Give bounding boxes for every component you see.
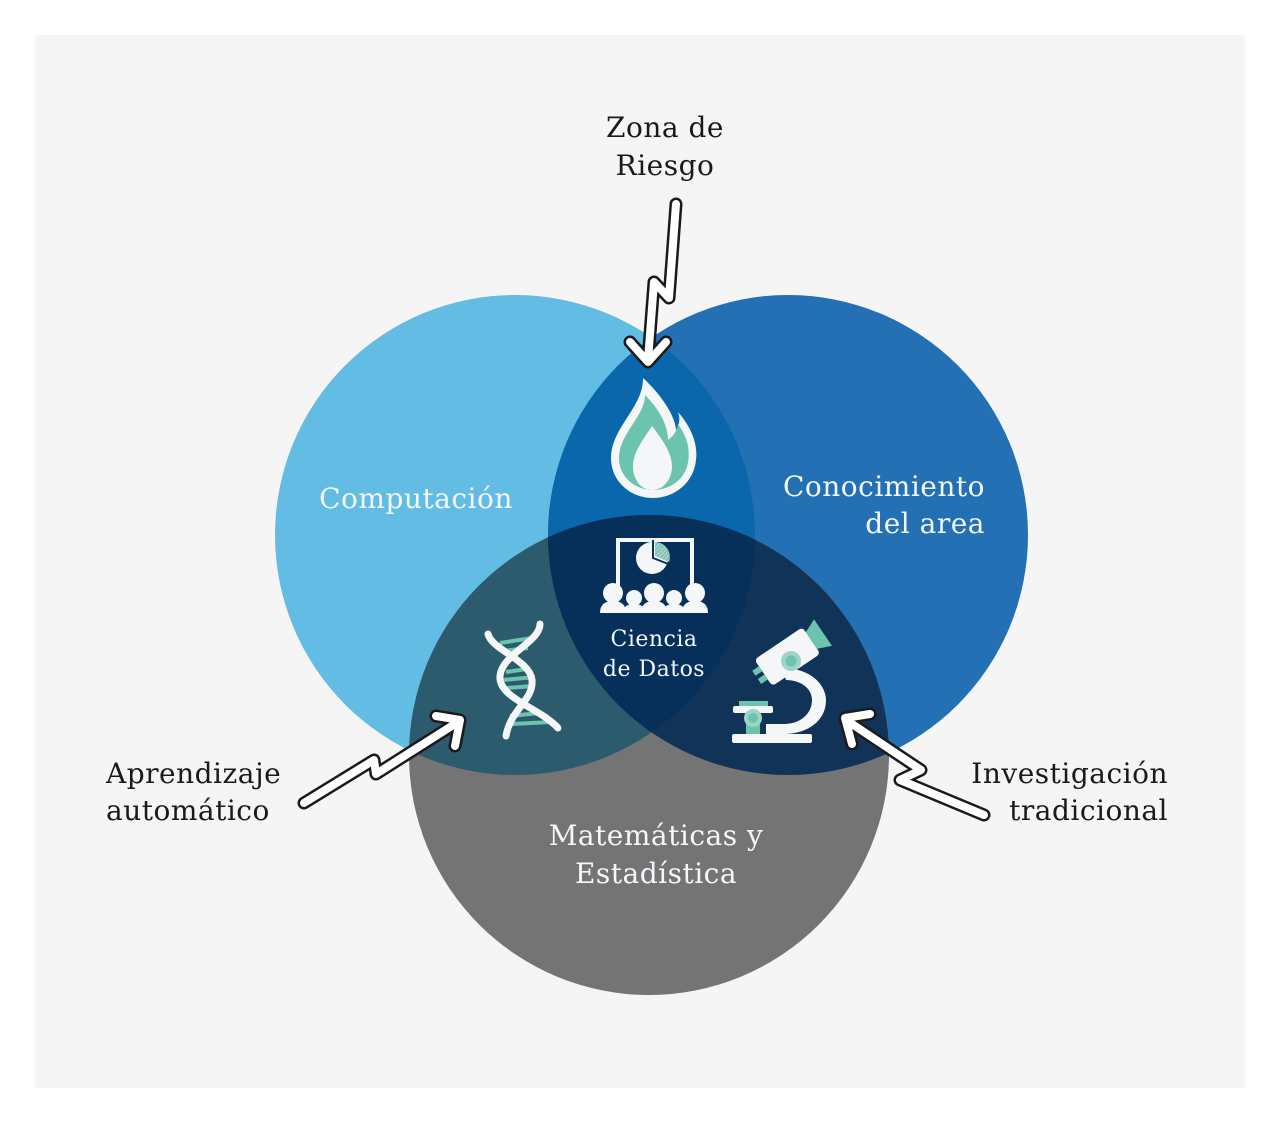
callout-zona-de-riesgo-line1: Zona de: [606, 111, 724, 144]
dna-icon: [484, 620, 562, 740]
callout-aprendizaje-line1: Aprendizaje: [105, 757, 281, 790]
label-computacion: Computación: [319, 482, 513, 515]
callout-zona-de-riesgo-line2: Riesgo: [616, 149, 715, 182]
arrow-zona-de-riesgo: [623, 197, 683, 369]
arrow-investigacion-tradicional: [838, 707, 991, 822]
arrow-aprendizaje-automatico: [297, 709, 467, 810]
callout-investigacion-line1: Investigación: [971, 757, 1168, 790]
callout-investigacion-line2: tradicional: [1009, 794, 1168, 827]
label-ciencia-de-datos-line2: de Datos: [603, 657, 705, 682]
label-matematicas-line2: Estadística: [575, 857, 737, 890]
flame-icon: [611, 378, 697, 498]
presentation-audience-icon: [600, 538, 708, 613]
label-matematicas-line1: Matemáticas y: [549, 819, 764, 852]
callout-aprendizaje-line2: automático: [106, 794, 270, 827]
label-ciencia-de-datos-line1: Ciencia: [610, 627, 697, 652]
label-conocimiento-line2: del area: [865, 507, 985, 540]
microscope-icon: [732, 619, 832, 743]
label-conocimiento-line1: Conocimiento: [783, 470, 985, 503]
